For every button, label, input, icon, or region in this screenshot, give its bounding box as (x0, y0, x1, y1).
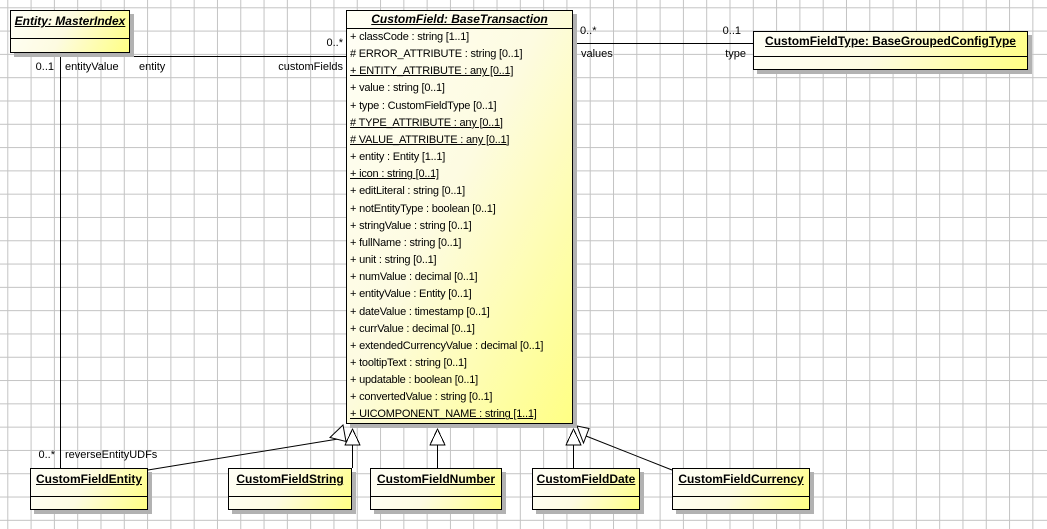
class-customfielddate[interactable]: CustomFieldDate (532, 468, 640, 510)
attribute-row: + stringValue : string [0..1] (350, 219, 472, 232)
attribute-row: + entityValue : Entity [0..1] (350, 288, 472, 301)
attribute-row: + value : string [0..1] (350, 82, 445, 95)
role-label: entity (139, 61, 166, 73)
generalization-arrowhead (576, 425, 590, 445)
class-customfieldstring[interactable]: CustomFieldString (228, 468, 352, 510)
class-customfieldentity[interactable]: CustomFieldEntity (30, 468, 148, 510)
class-title: Entity: MasterIndex (11, 11, 129, 39)
class-title: CustomFieldEntity (31, 469, 147, 497)
generalization-arrowhead (329, 423, 347, 443)
multiplicity-label: 0..* (326, 37, 343, 49)
role-label: values (581, 48, 613, 60)
class-customfieldtype-basegroupedconfigtype[interactable]: CustomFieldType: BaseGroupedConfigType (753, 31, 1028, 70)
attribute-row: + updatable : boolean [0..1] (350, 374, 479, 387)
class-name-text: CustomFieldType: BaseGroupedConfigType (765, 34, 1016, 48)
generalization-customfielddate[interactable] (565, 427, 582, 468)
class-customfield-basetransaction[interactable]: CustomField: BaseTransaction + classCode… (346, 10, 573, 424)
class-title: CustomField: BaseTransaction (347, 11, 572, 29)
attribute-row: + unit : string [0..1] (350, 254, 437, 267)
role-label: reverseEntityUDFs (65, 449, 158, 461)
attribute-compartment-empty (371, 497, 501, 509)
generalization-line (585, 435, 673, 471)
attribute-compartment-empty (11, 39, 129, 52)
attribute-row: + classCode : string [1..1] (350, 31, 470, 43)
class-name-text: CustomFieldDate (536, 472, 636, 486)
attribute-compartment-empty (754, 57, 1027, 69)
multiplicity-label: 0..* (38, 449, 55, 461)
class-entity-masterindex[interactable]: Entity: MasterIndex (10, 10, 130, 53)
class-title: CustomFieldDate (533, 469, 639, 497)
class-customfieldcurrency[interactable]: CustomFieldCurrency (672, 468, 810, 510)
attribute-compartment-empty (229, 497, 351, 509)
class-name-text: Entity: MasterIndex (14, 14, 126, 28)
attribute-row: + icon : string [0..1] (350, 168, 439, 181)
generalization-customfieldcurrency[interactable] (576, 425, 673, 471)
attribute-row: # VALUE_ATTRIBUTE : any [0..1] (350, 133, 510, 146)
attribute-row: # TYPE_ATTRIBUTE : any [0..1] (350, 116, 503, 129)
role-label: type (725, 48, 746, 60)
generalization-customfieldnumber[interactable] (429, 427, 446, 468)
attribute-row: + numValue : decimal [0..1] (350, 271, 478, 284)
attribute-row: + editLiteral : string [0..1] (350, 185, 465, 198)
attribute-row: + convertedValue : string [0..1] (350, 391, 493, 404)
class-name-text: CustomField: BaseTransaction (371, 12, 548, 26)
attribute-row: # ERROR_ATTRIBUTE : string [0..1] (350, 48, 523, 61)
class-customfieldnumber[interactable]: CustomFieldNumber (370, 468, 502, 510)
generalization-arrowhead (344, 427, 361, 446)
role-label: entityValue (65, 61, 119, 73)
generalization-customfieldentity[interactable] (147, 423, 347, 471)
attribute-compartment-empty (533, 497, 639, 509)
attribute-compartment-empty (673, 497, 809, 509)
class-name-text: CustomFieldString (236, 472, 344, 486)
attribute-row: + extendedCurrencyValue : decimal [0..1] (350, 339, 544, 352)
class-title: CustomFieldCurrency (673, 469, 809, 497)
attribute-row: + fullName : string [0..1] (350, 236, 462, 249)
attribute-row: + UICOMPONENT_NAME : string [1..1] (350, 408, 537, 421)
generalization-line (147, 438, 339, 471)
class-title: CustomFieldString (229, 469, 351, 497)
multiplicity-label: 0..1 (35, 61, 54, 73)
attribute-row: + dateValue : timestamp [0..1] (350, 305, 490, 318)
multiplicity-label: 0..* (580, 25, 597, 37)
multiplicity-label: 0..1 (722, 25, 741, 37)
role-label: customFields (278, 61, 343, 73)
class-title: CustomFieldType: BaseGroupedConfigType (754, 32, 1027, 57)
class-name-text: CustomFieldEntity (35, 472, 142, 486)
attribute-row: + entity : Entity [1..1] (350, 151, 446, 164)
customfield-attributes: + classCode : string [1..1] # ERROR_ATTRI… (347, 29, 572, 423)
attribute-row: + currValue : decimal [0..1] (350, 322, 475, 335)
attribute-row: + ENTITY_ATTRIBUTE : any [0..1] (350, 65, 514, 78)
generalization-arrowhead (565, 427, 582, 446)
attribute-row: + tooltipText : string [0..1] (350, 356, 467, 369)
class-name-text: CustomFieldCurrency (678, 472, 804, 486)
attribute-row: + type : CustomFieldType [0..1] (350, 99, 497, 112)
attribute-row: + notEntityType : boolean [0..1] (350, 202, 496, 215)
class-name-text: CustomFieldNumber (376, 472, 495, 486)
attribute-compartment-empty (31, 497, 147, 509)
generalization-arrowhead (429, 427, 446, 446)
generalization-customfieldstring[interactable] (344, 427, 361, 468)
class-title: CustomFieldNumber (371, 469, 501, 497)
